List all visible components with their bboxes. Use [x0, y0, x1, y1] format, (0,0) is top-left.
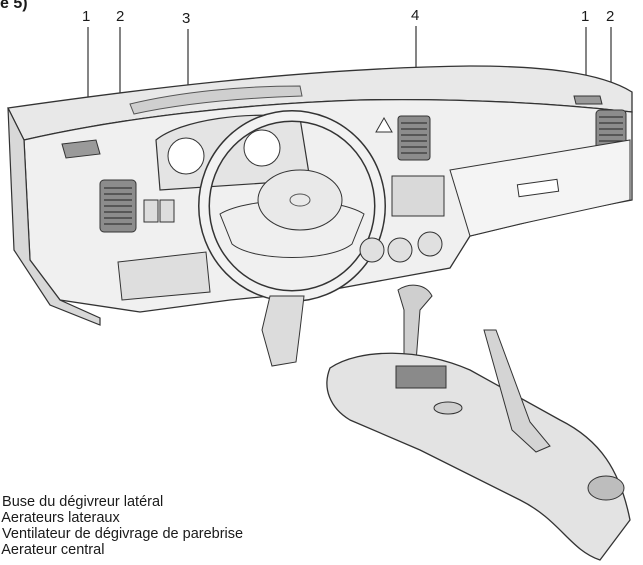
header-fragment: e 5)	[0, 0, 28, 12]
legend-item: . Buse du dégivreur latéral	[0, 494, 164, 510]
legend: . Buse du dégivreur latéral . Aerateurs …	[0, 494, 243, 558]
center-vent-icon	[397, 115, 431, 161]
callout-center-4: 4	[411, 7, 420, 24]
dashboard-left-edge	[7, 107, 101, 326]
callout-left-2: 2	[116, 8, 125, 25]
gear-shift-icon	[397, 284, 433, 363]
legend-item: . Aerateur central	[0, 542, 105, 558]
windshield-defroster-icon	[129, 85, 303, 115]
callout-right-1: 1	[581, 8, 590, 25]
legend-item: . Ventilateur de dégivrage de parebrise	[0, 526, 244, 542]
speedometer-icon	[167, 137, 205, 175]
parking-brake-icon	[483, 329, 551, 453]
center-console	[326, 352, 631, 561]
legend-item: . Aerateurs lateraux	[0, 510, 120, 526]
callout-center-3: 3	[182, 10, 191, 27]
glove-box-handle	[516, 178, 560, 198]
callout-right-2: 2	[606, 8, 615, 25]
steering-column	[261, 295, 305, 367]
radio-unit	[391, 175, 445, 217]
tachometer-icon	[243, 129, 281, 167]
side-defroster-right-icon	[573, 95, 603, 105]
hazard-button-icon	[375, 116, 393, 133]
callout-left-1: 1	[82, 8, 91, 25]
steering-wheel-icon	[198, 110, 386, 302]
cup-holder-icon	[587, 475, 625, 501]
side-defroster-left-icon	[61, 139, 101, 159]
